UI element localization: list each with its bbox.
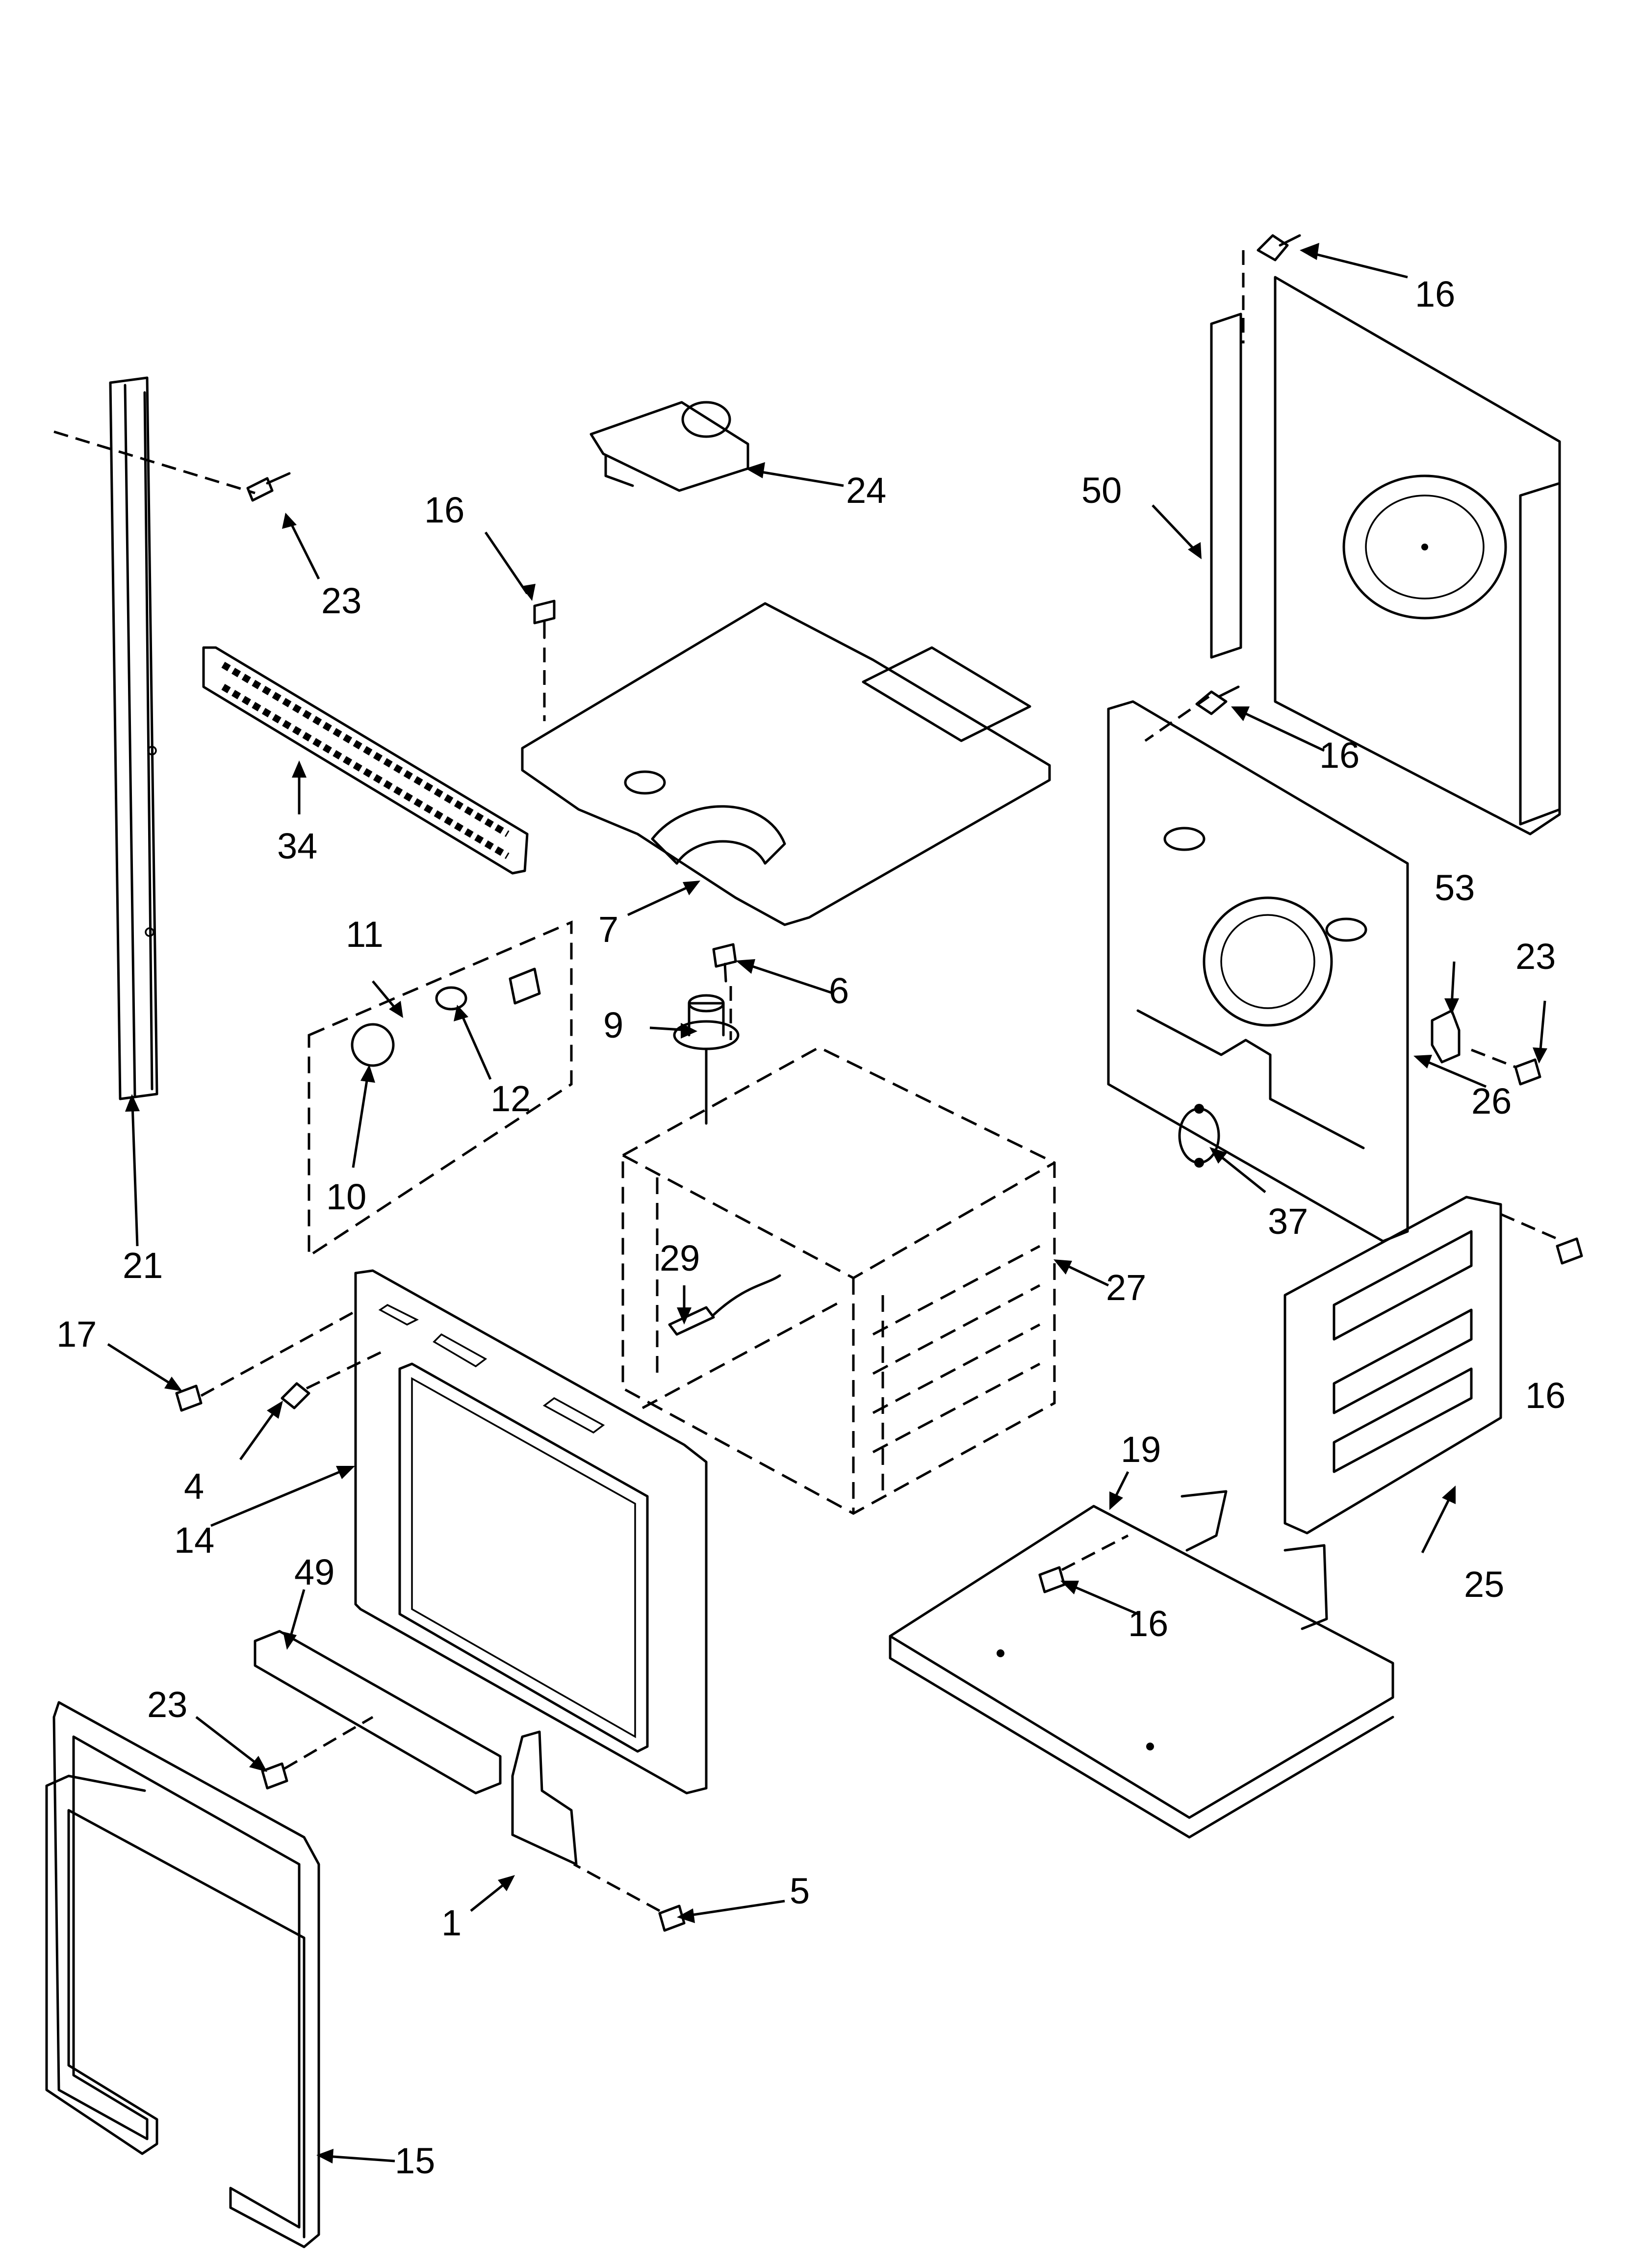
screw-icon	[1257, 234, 1301, 261]
callout-37: 37	[1268, 1201, 1308, 1242]
callout-15: 15	[395, 2140, 435, 2181]
part-25-lower-rear-panel	[1283, 1196, 1558, 1535]
screw-icon	[1556, 1237, 1583, 1265]
screw-icon	[1038, 1534, 1129, 1593]
callout-12: 12	[490, 1078, 531, 1119]
callout-16-right: 16	[1525, 1375, 1565, 1416]
part-24-control-assembly	[590, 401, 749, 492]
part-29-sensor	[668, 1274, 781, 1336]
part-49-trim-bar	[254, 1630, 502, 1795]
callout-16-upper-right: 16	[1319, 735, 1360, 776]
callout-19: 19	[1121, 1429, 1161, 1470]
screw-icon	[573, 1863, 686, 1932]
callout-27: 27	[1106, 1267, 1146, 1308]
callout-21: 21	[123, 1245, 163, 1286]
callout-5: 5	[790, 1871, 810, 1911]
screw-icon	[1471, 1048, 1541, 1086]
part-19-bottom-tray	[889, 1490, 1394, 1839]
part-12-bulb	[435, 986, 467, 1011]
screw-icon	[281, 1348, 388, 1409]
callout-14: 14	[174, 1520, 214, 1561]
screw-icon	[712, 943, 737, 1040]
callout-7: 7	[598, 909, 618, 950]
callout-6: 6	[829, 970, 849, 1011]
screw-icon	[261, 1716, 374, 1790]
screw-icon	[175, 1308, 359, 1412]
callout-labels: 16 24 50 16 23 16 34 53 7 11 23 6 9 12 2…	[56, 274, 1565, 2181]
callout-16-bottom: 16	[1128, 1603, 1168, 1644]
callout-9: 9	[603, 1005, 623, 1045]
part-14-front-frame	[354, 1269, 708, 1795]
screw-icon	[533, 600, 556, 721]
callout-26: 26	[1471, 1081, 1512, 1121]
callout-10: 10	[326, 1176, 366, 1217]
callout-11: 11	[346, 914, 384, 955]
screw-icon	[246, 472, 291, 502]
callout-16-top: 16	[1415, 274, 1455, 314]
callout-17: 17	[56, 1314, 97, 1355]
callout-1: 1	[441, 1903, 462, 1943]
part-50-rear-panel	[1210, 250, 1561, 835]
callout-49: 49	[294, 1552, 334, 1592]
part-1-hinge-bracket	[511, 1730, 578, 1866]
part-21-side-trim	[53, 376, 256, 1100]
part-34-vent-panel	[202, 646, 529, 875]
screw-icon	[1195, 685, 1240, 715]
leader-arrows	[107, 243, 1547, 2164]
part-27-oven-cavity	[621, 1046, 1056, 1515]
callout-23-bottom: 23	[147, 1684, 187, 1725]
callout-16-center: 16	[424, 490, 464, 530]
part-10-lens	[351, 1023, 395, 1067]
callout-4: 4	[184, 1466, 204, 1507]
callout-23-right: 23	[1515, 936, 1556, 977]
callout-25: 25	[1464, 1564, 1504, 1605]
callout-34: 34	[277, 826, 317, 866]
part-37-thermal-limit	[1178, 1104, 1220, 1168]
part-7-top-panel	[521, 602, 1051, 926]
part-26-rear-heater-panel	[1107, 695, 1409, 1243]
callout-53: 53	[1435, 867, 1475, 908]
screw-fasteners	[175, 234, 1583, 1932]
part-11-lamp-assembly	[308, 920, 573, 1258]
callout-24: 24	[846, 470, 886, 511]
callout-29: 29	[660, 1238, 700, 1278]
part-53-bracket	[1431, 1009, 1461, 1064]
callout-50: 50	[1081, 470, 1122, 511]
callout-23-top: 23	[321, 580, 361, 621]
part-9-probe	[673, 994, 740, 1125]
part-15-gasket	[45, 1701, 320, 2248]
